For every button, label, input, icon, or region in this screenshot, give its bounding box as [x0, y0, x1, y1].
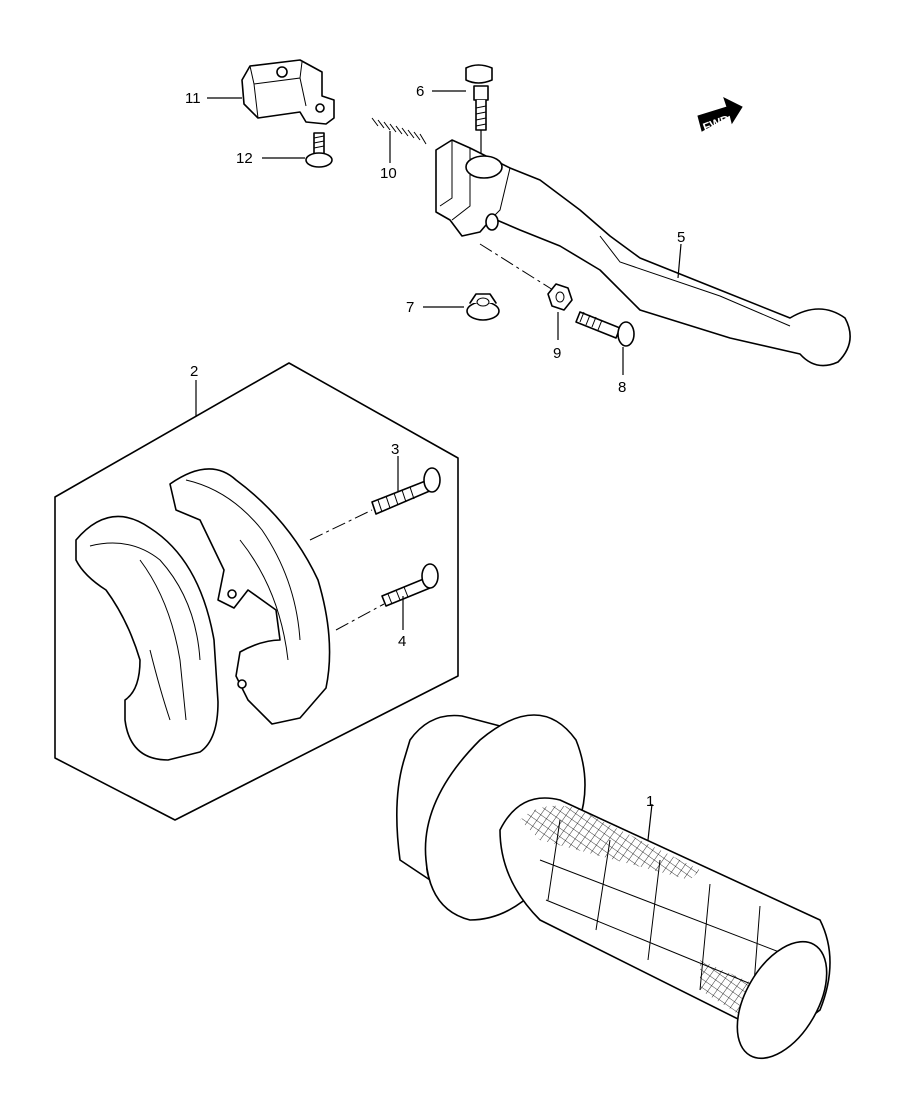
part-9-nut [547, 283, 573, 311]
forward-arrow-icon [697, 97, 743, 132]
part-4-screw [381, 563, 439, 607]
fwd-direction-marker: FWD [697, 97, 743, 135]
callout-12: 12 [236, 150, 253, 167]
callout-6: 6 [416, 83, 424, 100]
clamp-half-right [169, 468, 331, 725]
part-1-grip [396, 714, 831, 1060]
part-12-screw [305, 132, 333, 168]
callout-4: 4 [398, 633, 406, 650]
part-8-bolt [575, 311, 635, 347]
part-11-switch [241, 59, 335, 125]
callout-8: 8 [618, 379, 626, 396]
callout-3: 3 [391, 441, 399, 458]
callout-11: 11 [185, 90, 201, 107]
callout-5: 5 [677, 229, 685, 246]
callout-7: 7 [406, 299, 414, 316]
part-7-flange-nut [466, 293, 500, 321]
callout-9: 9 [553, 345, 561, 362]
part-6-pivot-bolt [465, 64, 493, 131]
part-3-screw [371, 467, 441, 515]
callout-1: 1 [646, 793, 654, 810]
part-10-spring [371, 117, 428, 146]
clamp-half-left [75, 515, 219, 761]
part-5-lever [435, 139, 851, 367]
part-2-clamp-set-box [54, 362, 459, 821]
callout-10: 10 [380, 165, 397, 182]
callout-2: 2 [190, 363, 198, 380]
